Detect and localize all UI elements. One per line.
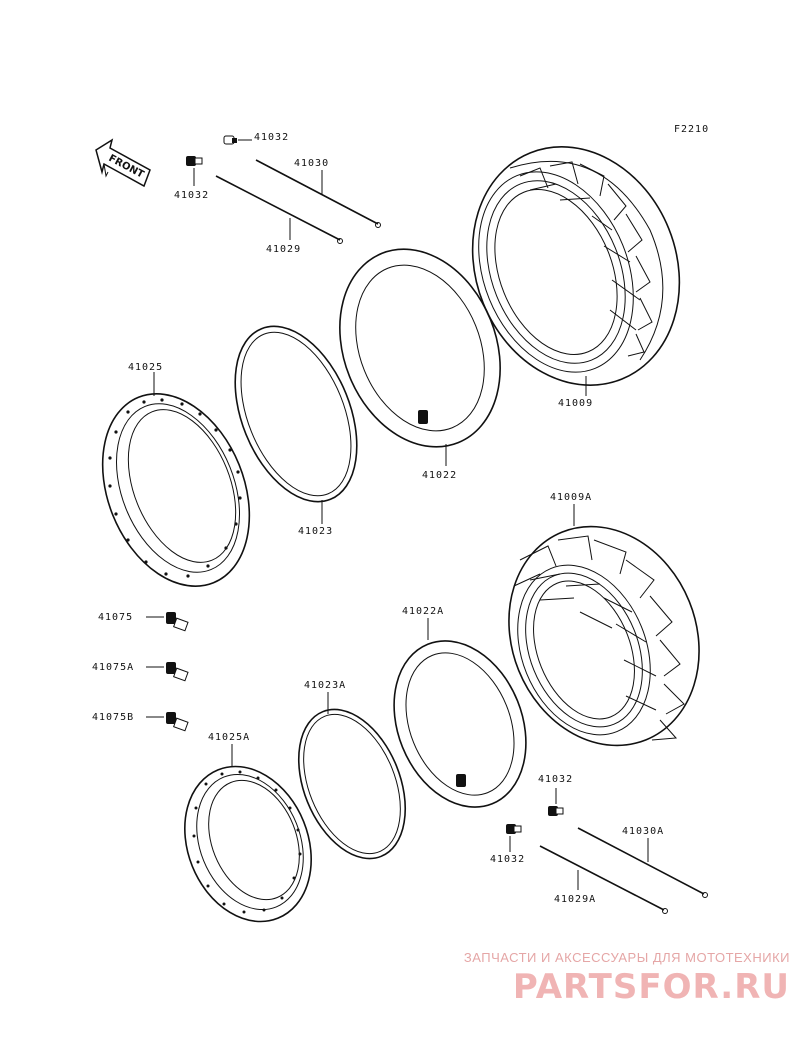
rim-rear[interactable] xyxy=(162,747,333,940)
label-tire-rear: 41009A xyxy=(550,492,592,503)
tube-rear[interactable] xyxy=(370,621,549,827)
watermark-logo: PARTSFOR.RU xyxy=(513,967,790,1007)
rim-band-rear[interactable] xyxy=(278,694,425,875)
label-tube-rear: 41022A xyxy=(402,606,444,617)
valve-cap-front-a[interactable] xyxy=(223,135,237,145)
label-nipple-c: 41075B xyxy=(92,712,134,723)
label-valve-cap-rear-a: 41032 xyxy=(538,774,573,785)
nipple-c[interactable] xyxy=(166,712,189,732)
spoke-short-rear[interactable] xyxy=(539,845,668,914)
label-nipple-a: 41075 xyxy=(98,612,133,623)
rim-band-front[interactable] xyxy=(211,308,380,519)
front-arrow-icon: FRONT xyxy=(95,138,151,188)
label-rim-band-rear: 41023A xyxy=(304,680,346,691)
valve-cap-rear-b[interactable] xyxy=(506,824,522,834)
label-valve-cap-front-b: 41032 xyxy=(174,190,209,201)
label-valve-cap-rear-b: 41032 xyxy=(490,854,525,865)
label-valve-cap-front-a: 41032 xyxy=(254,132,289,143)
tire-rear[interactable] xyxy=(477,498,732,775)
label-spoke-long-front: 41030 xyxy=(294,158,329,169)
spoke-short-front[interactable] xyxy=(215,175,343,244)
label-rim-band-front: 41023 xyxy=(298,526,333,537)
label-nipple-b: 41075A xyxy=(92,662,134,673)
label-spoke-long-rear: 41030A xyxy=(622,826,664,837)
label-spoke-short-rear: 41029A xyxy=(554,894,596,905)
label-rim-rear: 41025A xyxy=(208,732,250,743)
diagram-code: F2210 xyxy=(674,124,709,135)
spoke-long-front[interactable] xyxy=(255,159,381,228)
valve-cap-front-b[interactable] xyxy=(186,156,203,166)
tire-front[interactable] xyxy=(438,115,715,416)
label-rim-front: 41025 xyxy=(128,362,163,373)
nipple-b[interactable] xyxy=(166,662,189,682)
label-tube-front: 41022 xyxy=(422,470,457,481)
label-spoke-short-front: 41029 xyxy=(266,244,301,255)
watermark-tagline: ЗАПЧАСТИ И АКСЕССУАРЫ ДЛЯ МОТОТЕХНИКИ xyxy=(464,950,790,965)
tube-front[interactable] xyxy=(311,225,528,471)
spoke-long-rear[interactable] xyxy=(577,827,708,898)
nipple-a[interactable] xyxy=(166,612,189,632)
valve-cap-rear-a[interactable] xyxy=(548,806,564,816)
rim-front[interactable] xyxy=(75,372,276,608)
label-tire-front: 41009 xyxy=(558,398,593,409)
